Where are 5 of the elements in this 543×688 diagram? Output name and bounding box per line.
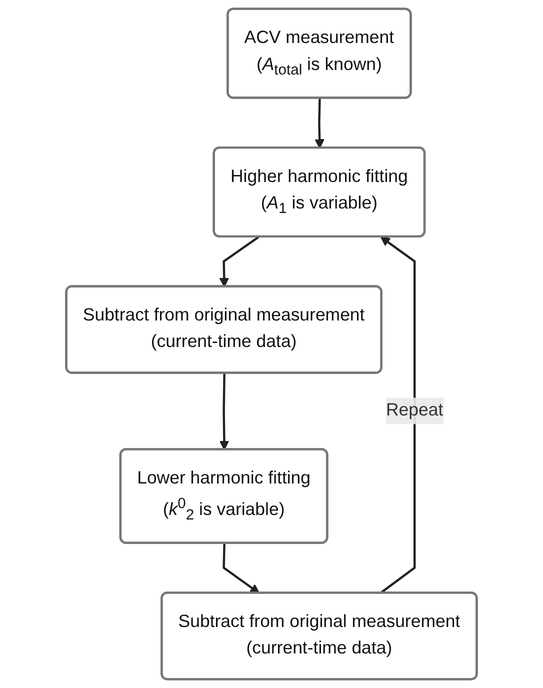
arrow xyxy=(314,98,324,149)
arrow xyxy=(222,543,260,594)
edge-label: Repeat xyxy=(386,400,444,420)
arrow xyxy=(219,236,260,288)
arrow xyxy=(219,373,230,450)
